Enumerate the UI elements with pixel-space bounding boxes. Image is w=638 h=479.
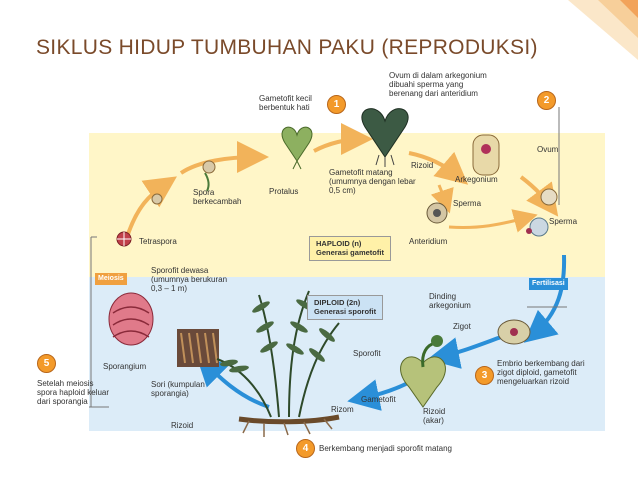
label-ovum: Ovum: [537, 145, 559, 154]
label-rizom: Rizom: [331, 405, 354, 414]
arkegonium: [472, 134, 500, 176]
diploid-subtitle: Generasi sporofit: [314, 306, 377, 316]
meiosis-badge: Meiosis: [95, 273, 127, 285]
label-anteridium: Anteridium: [409, 237, 448, 246]
step-5-badge: 5: [37, 354, 56, 373]
cycle-arrow: [408, 151, 469, 185]
label-gametofit-matang: Gametofit matang (umumnya dengan lebar 0…: [329, 168, 416, 195]
cycle-arrow: [125, 176, 177, 238]
corner-decoration: [568, 0, 638, 60]
step-2-badge: 2: [537, 91, 556, 110]
haploid-box: HAPLOID (n) Generasi gametofit: [309, 236, 391, 261]
page-title: SIKLUS HIDUP TUMBUHAN PAKU (REPRODUKSI): [36, 36, 538, 59]
protalus: [281, 126, 313, 170]
diagram-art: [89, 107, 567, 437]
sori: [177, 329, 219, 367]
label-ovum-arkegonium: Ovum di dalam arkegonium dibuahi sperma …: [389, 71, 487, 98]
label-protalus: Protalus: [269, 187, 299, 196]
spore: [202, 160, 216, 174]
mature-gametophyte: [361, 108, 409, 167]
fern-leaflets: [220, 299, 335, 373]
step-4-badge: 4: [296, 439, 315, 458]
step-3-badge: 3: [475, 366, 494, 385]
young-sporophyte: [400, 335, 446, 408]
cycle-arrow: [313, 123, 373, 156]
cycle-arrow: [179, 141, 269, 175]
label-sporofit-dewasa: Sporofit dewasa (umumnya berukuran 0,3 –…: [151, 266, 228, 293]
label-embrio: Embrio berkembang dari zigot diploid, ga…: [497, 359, 585, 386]
diploid-title: DIPLOID (2n): [314, 298, 361, 307]
cycle-arrow: [448, 209, 538, 233]
step-1-badge: 1: [327, 95, 346, 114]
label-berkembang: Berkembang menjadi sporofit matang: [319, 444, 452, 453]
fertilisasi-arrow: [523, 254, 567, 343]
label-spora-berkecambah: Spora berkecambah: [193, 188, 242, 206]
rhizome: [238, 414, 340, 425]
label-sperma-right: Sperma: [549, 217, 578, 226]
label-rizoid-top: Rizoid: [411, 161, 434, 170]
label-tetraspora: Tetraspora: [139, 237, 177, 246]
cycle-arrow: [430, 184, 454, 214]
label-sporofit: Sporofit: [353, 349, 381, 358]
haploid-title: HAPLOID (n): [316, 239, 362, 248]
fertilisasi-arrow: [427, 335, 502, 369]
life-cycle-diagram: 1 2 3 4 5 HAPLOID (n) Generasi gametofit…: [37, 71, 605, 463]
sporangium: [108, 292, 154, 346]
rhizoids: [242, 418, 333, 437]
sperma-cluster: [526, 188, 558, 237]
zigot: [497, 319, 531, 345]
fertilisasi-badge: Fertilisasi: [529, 278, 568, 290]
diploid-box: DIPLOID (2n) Generasi sporofit: [307, 295, 384, 320]
label-sori: Sori (kumpulan sporangia): [151, 380, 205, 398]
label-zigot: Zigot: [453, 322, 471, 331]
germinating-spore: [204, 172, 210, 192]
label-rizoid-akar: Rizoid (akar): [423, 407, 446, 425]
haploid-subtitle: Generasi gametofit: [316, 247, 384, 257]
tetraspora: [116, 231, 132, 247]
label-arkegonium: Arkegonium: [455, 175, 498, 184]
label-sporangium: Sporangium: [103, 362, 147, 371]
spore: [151, 193, 163, 205]
label-rizoid-bottom: Rizoid: [171, 421, 194, 430]
label-sperma-top: Sperma: [453, 199, 482, 208]
label-gametofit-bottom: Gametofit: [361, 395, 396, 404]
label-dinding-arkegonium: Dinding arkegonium: [429, 292, 471, 310]
label-setelah-meiosis: Setelah meiosis spora haploid keluar dar…: [37, 379, 110, 406]
anteridium: [426, 202, 448, 224]
label-gametofit-kecil: Gametofit kecil berbentuk hati: [259, 94, 312, 112]
